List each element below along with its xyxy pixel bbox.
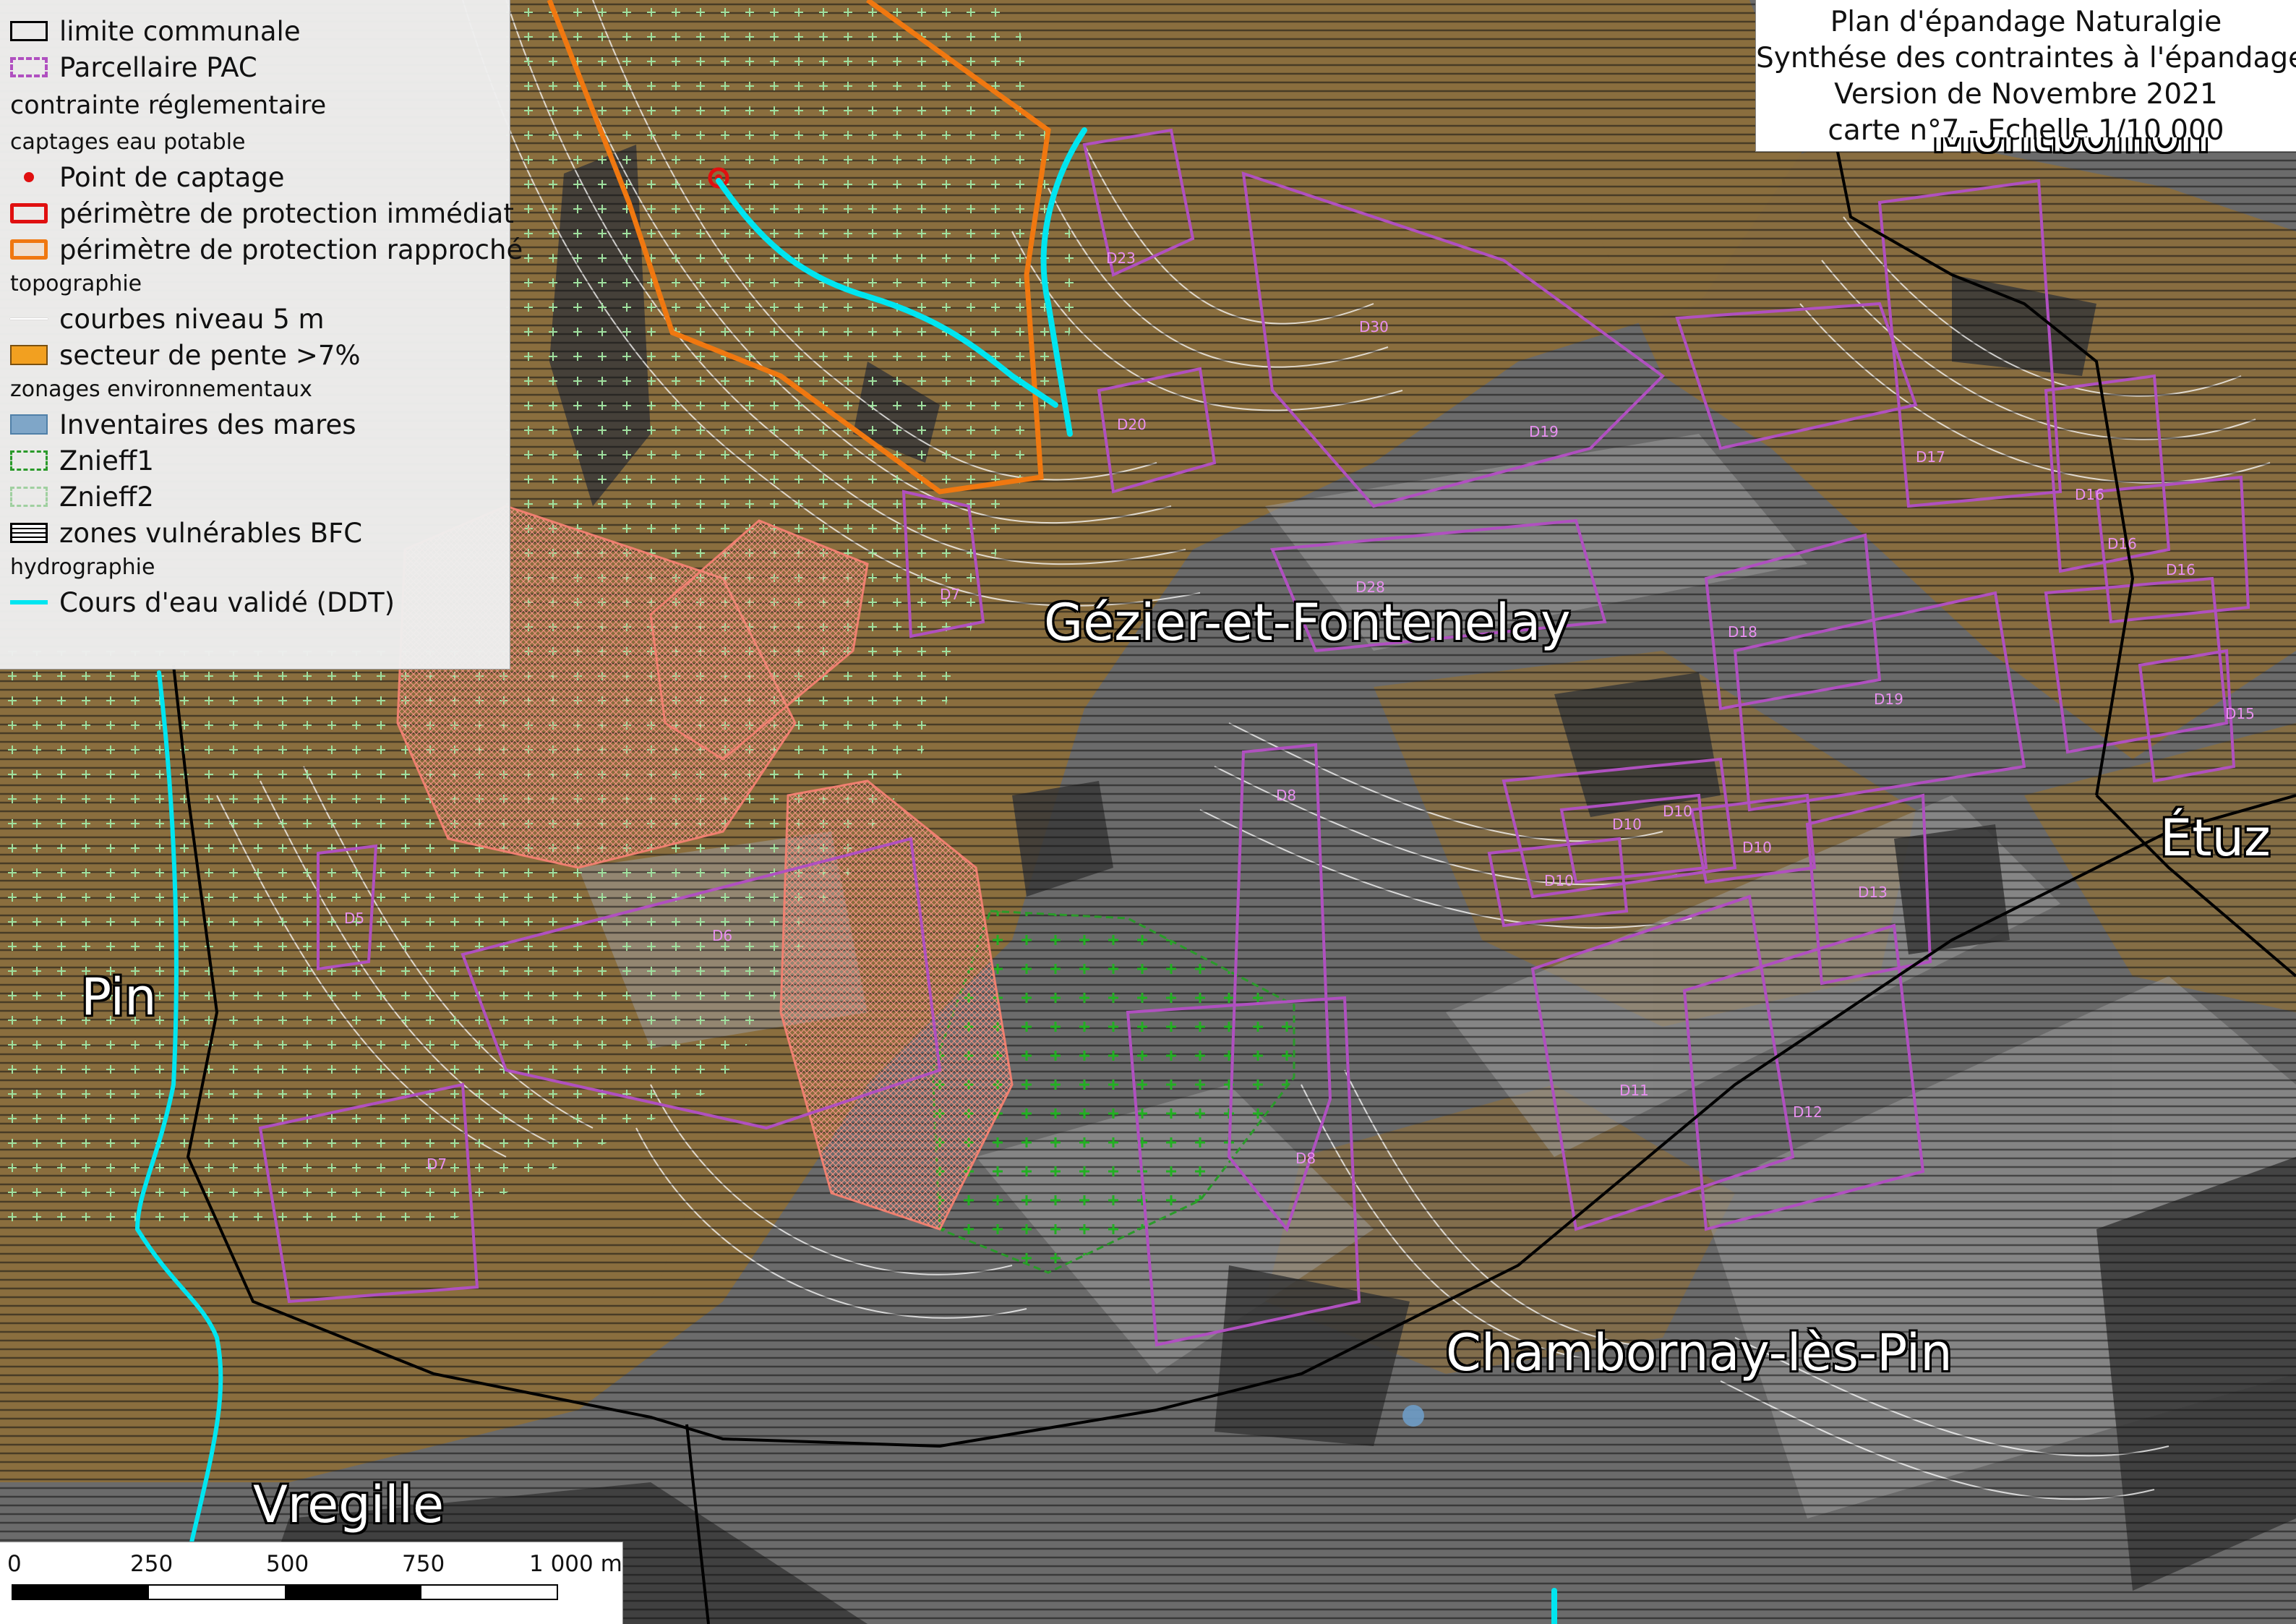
parcel-label: D13 xyxy=(1858,884,1888,901)
place-gezier-et-fontenelay: Gézier-et-Fontenelay xyxy=(1044,593,1571,652)
legend-label: périmètre de protection immédiat xyxy=(59,197,514,229)
parcel-label: D7 xyxy=(940,586,961,603)
pente-symbol-icon xyxy=(10,345,48,365)
cours-symbol-icon xyxy=(10,592,48,612)
parcel-label: D12 xyxy=(1793,1103,1822,1121)
scale-tick-0: 0 xyxy=(7,1551,22,1577)
commune-symbol-icon xyxy=(10,21,48,41)
immediat-symbol-icon xyxy=(10,203,48,223)
znieff1-symbol-icon xyxy=(10,450,48,471)
legend-item-pente: secteur de pente >7% xyxy=(10,337,510,373)
zv-symbol-icon xyxy=(10,523,48,543)
pac-parcels xyxy=(258,128,2250,1347)
legend-subheading: zonages environnementaux xyxy=(10,377,312,402)
legend-heading: contrainte réglementaire xyxy=(10,91,327,120)
parcel-label: D30 xyxy=(1359,318,1389,336)
mares-symbol-icon xyxy=(10,414,48,435)
legend-label: Cours d'eau validé (DDT) xyxy=(59,586,395,618)
parcel-label: D19 xyxy=(1529,423,1559,440)
parcel-label: D5 xyxy=(344,910,365,927)
legend-label: courbes niveau 5 m xyxy=(59,303,325,335)
place-montboillon: Montboillon xyxy=(1932,137,2210,163)
legend-label: Znieff2 xyxy=(59,481,154,513)
parcel-label: D11 xyxy=(1619,1082,1649,1099)
protection-rapproche xyxy=(547,0,1051,495)
legend-subheading: captages eau potable xyxy=(10,129,246,155)
legend-item-znieff2: Znieff2 xyxy=(10,479,510,515)
scale-segment-b xyxy=(285,1584,558,1600)
legend-label: secteur de pente >7% xyxy=(59,339,361,371)
scale-tick-500: 500 xyxy=(266,1551,309,1577)
legend-item-pac: Parcellaire PAC xyxy=(10,49,510,85)
commune-limits xyxy=(172,0,2296,1624)
pond xyxy=(1402,1405,1424,1427)
place-vregille: Vregille xyxy=(253,1475,445,1534)
legend-label: Znieff1 xyxy=(59,445,154,476)
scale-bar: 0 250 500 750 1 000 m xyxy=(0,1542,623,1624)
point-symbol-icon xyxy=(10,167,48,187)
parcel-label: D10 xyxy=(1663,803,1692,820)
parcel-label: D28 xyxy=(1355,578,1385,596)
place-chambornay-les-pin: Chambornay-lès-Pin xyxy=(1446,1323,1953,1382)
parcel-label: D19 xyxy=(1874,691,1903,708)
scale-tick-1000: 1 000 m xyxy=(529,1551,622,1577)
parcel-label: D16 xyxy=(2075,486,2104,503)
legend-subheading: hydrographie xyxy=(10,555,155,580)
znieff2-symbol-icon xyxy=(10,487,48,507)
title-line-4: carte n°7 - Echelle 1/10 000 xyxy=(1828,114,2224,147)
parcel-label: D10 xyxy=(1612,816,1642,833)
legend-item-rapproche: périmètre de protection rapproché xyxy=(10,231,523,268)
parcel-label: D20 xyxy=(1117,416,1147,433)
legend-item-zv: zones vulnérables BFC xyxy=(10,515,510,551)
map-title-box: Plan d'épandage Naturalgie Synthése des … xyxy=(1755,0,2296,152)
title-line-1: Plan d'épandage Naturalgie xyxy=(1830,6,2222,38)
title-line-2: Synthése des contraintes à l'épandage. xyxy=(1756,42,2296,74)
scale-tick-250: 250 xyxy=(130,1551,174,1577)
legend-item-mares: Inventaires des mares xyxy=(10,406,510,443)
legend-item-courbe: courbes niveau 5 m xyxy=(10,301,510,337)
parcel-label: D7 xyxy=(427,1155,447,1173)
parcel-label: D10 xyxy=(1742,839,1772,856)
parcel-label: D15 xyxy=(2225,705,2255,722)
legend-subheading: topographie xyxy=(10,271,142,296)
parcel-label: D23 xyxy=(1106,249,1136,267)
legend-item-commune: limite communale xyxy=(10,13,510,49)
legend-item-point: Point de captage xyxy=(10,159,510,195)
rapproche-symbol-icon xyxy=(10,239,48,260)
protection-immediat xyxy=(708,167,729,189)
place-etuz: Étuz xyxy=(2160,808,2271,868)
pac-symbol-icon xyxy=(10,57,48,77)
legend-label: Inventaires des mares xyxy=(59,409,356,440)
legend-label: zones vulnérables BFC xyxy=(59,517,363,549)
parcel-label: D17 xyxy=(1916,448,1945,466)
legend-label: Point de captage xyxy=(59,161,285,193)
parcel-label: D18 xyxy=(1728,623,1757,641)
legend-item-immediat: périmètre de protection immédiat xyxy=(10,195,514,231)
legend-label: périmètre de protection rapproché xyxy=(59,234,523,265)
legend-item-znieff1: Znieff1 xyxy=(10,443,510,479)
legend-label: limite communale xyxy=(59,15,301,47)
legend-label: Parcellaire PAC xyxy=(59,51,257,83)
title-line-3: Version de Novembre 2021 xyxy=(1834,78,2218,111)
parcel-label: D16 xyxy=(2107,535,2137,552)
scale-tick-750: 750 xyxy=(402,1551,445,1577)
legend-item-cours: Cours d'eau validé (DDT) xyxy=(10,584,510,620)
parcel-label: D8 xyxy=(1295,1150,1316,1167)
parcel-label: D6 xyxy=(712,927,733,944)
rivers xyxy=(134,127,1557,1624)
place-pin: Pin xyxy=(81,967,157,1027)
courbe-symbol-icon xyxy=(10,309,48,329)
parcel-label: D10 xyxy=(1544,872,1574,889)
parcel-label: D16 xyxy=(2166,561,2196,578)
scale-segment-a xyxy=(12,1584,286,1600)
parcel-label: D8 xyxy=(1276,787,1297,804)
